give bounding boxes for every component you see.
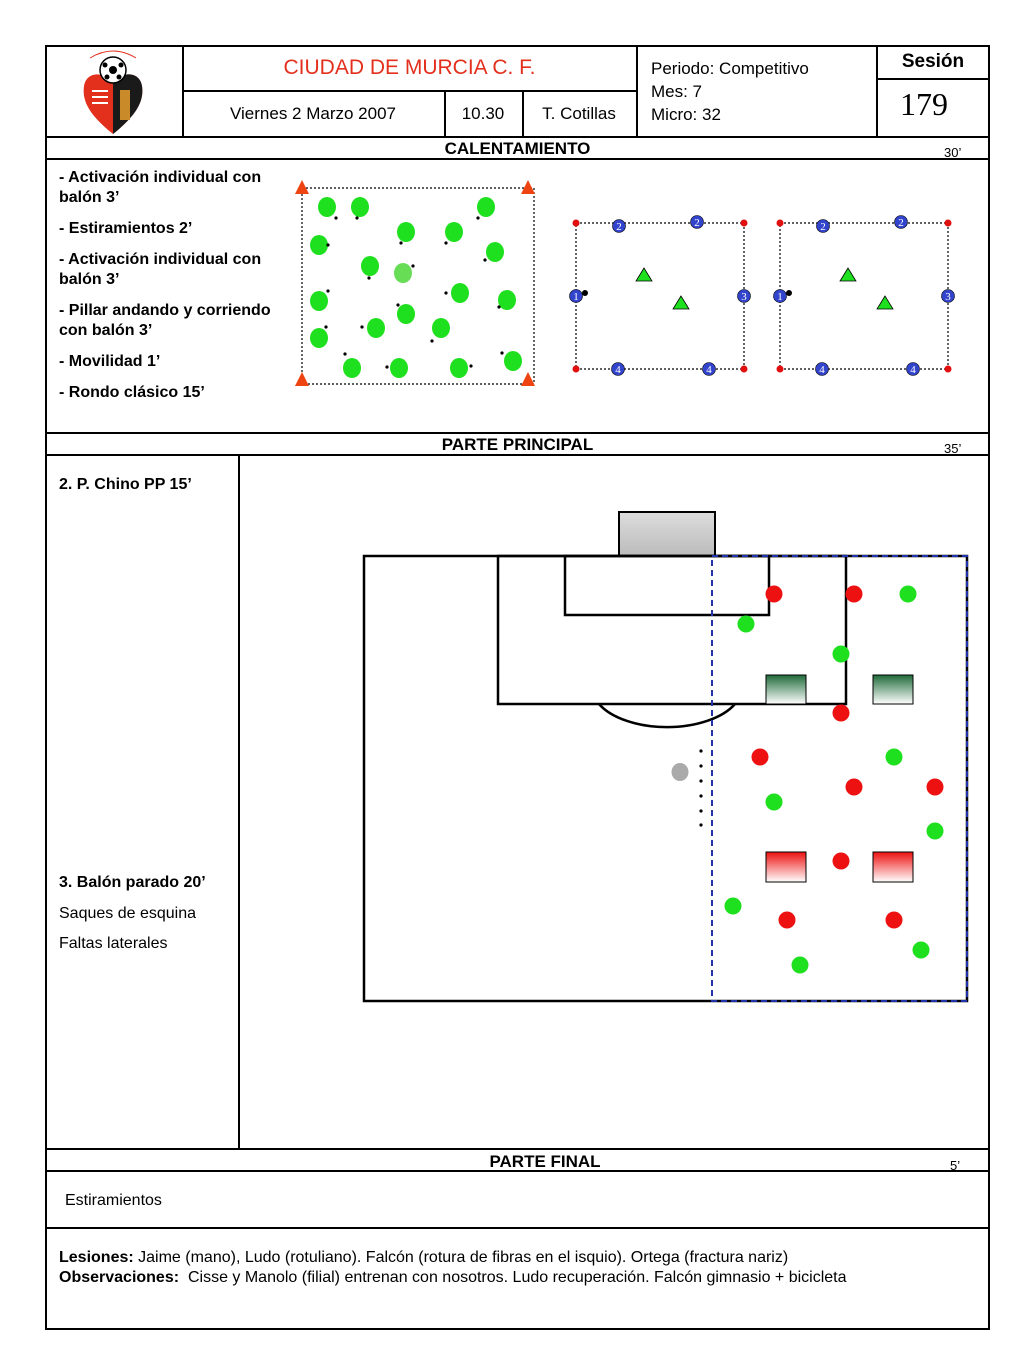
principal-item-2-line2: Faltas laterales <box>59 935 168 952</box>
mes: Mes: 7 <box>651 82 703 101</box>
lesiones-line: Lesiones: Jaime (mano), Ludo (rotuliano)… <box>59 1249 788 1267</box>
rondo-number: 2 <box>694 217 700 229</box>
rondo-number: 3 <box>741 291 747 303</box>
warmup-item: - Activación individual con balón 3’ <box>59 169 262 206</box>
club-name: CIUDAD DE MURCIA C. F. <box>283 56 536 79</box>
principal-title: PARTE PRINCIPAL <box>441 435 594 454</box>
warmup-item: - Pillar andando y corriendo con balón 3… <box>59 302 271 339</box>
principal-item-2: 3. Balón parado 20’ <box>59 874 206 891</box>
rondo-number: 2 <box>898 217 904 229</box>
periodo: Periodo: Competitivo <box>651 59 809 78</box>
principal-divider <box>238 454 240 1150</box>
set-piece-pitch-diagram <box>362 511 969 1003</box>
rondo-diagram-2: 2 2 1 3 4 4 <box>773 215 955 376</box>
session-coach: T. Cotillas <box>542 104 616 123</box>
session-label: Sesión <box>901 51 965 72</box>
micro: Micro: 32 <box>651 105 721 124</box>
rondo-number: 4 <box>706 364 712 376</box>
observaciones-line: Observaciones: Cisse y Manolo (filial) e… <box>59 1269 847 1287</box>
session-number: 179 <box>900 86 948 122</box>
warmup-rule <box>45 158 990 160</box>
observaciones-text: Cisse y Manolo (filial) entrenan con nos… <box>179 1269 847 1286</box>
club-logo <box>83 50 143 134</box>
rondo-number: 4 <box>615 364 621 376</box>
final-rule <box>45 1170 990 1172</box>
title-rule <box>182 90 637 92</box>
warmup-item: - Rondo clásico 15’ <box>59 384 205 401</box>
principal-top-rule <box>45 432 990 434</box>
rondo-number: 1 <box>777 291 783 303</box>
final-title: PARTE FINAL <box>489 1152 601 1171</box>
rondo-diagram-1: 2 2 1 3 4 4 <box>569 215 751 376</box>
warmup-title: CALENTAMIENTO <box>444 139 591 158</box>
principal-rule <box>45 454 990 456</box>
header-bottom-rule <box>45 136 990 138</box>
session-date: Viernes 2 Marzo 2007 <box>229 104 396 123</box>
date-divider <box>444 90 446 137</box>
notes-rule <box>45 1227 990 1229</box>
lesiones-text: Jaime (mano), Ludo (rotuliano). Falcón (… <box>133 1249 789 1266</box>
rondo-number: 3 <box>945 291 951 303</box>
session-time: 10.30 <box>461 104 505 123</box>
rondo-number: 4 <box>910 364 916 376</box>
principal-minutes: 35’ <box>944 441 962 456</box>
rondo-number: 4 <box>819 364 825 376</box>
warmup-item: - Activación individual con balón 3’ <box>59 251 262 288</box>
principal-item-2-line1: Saques de esquina <box>59 905 196 922</box>
warmup-item: - Estiramientos 2’ <box>59 220 193 237</box>
final-top-rule <box>45 1148 990 1150</box>
rondo-number: 1 <box>573 291 579 303</box>
info-divider <box>636 45 638 137</box>
session-sheet <box>45 45 990 1330</box>
warmup-minutes: 30’ <box>944 145 962 160</box>
final-text: Estiramientos <box>65 1192 162 1209</box>
session-rule <box>876 78 990 80</box>
warmup-drill-diagram <box>295 180 535 386</box>
final-minutes: 5’ <box>950 1158 961 1173</box>
time-divider <box>522 90 524 137</box>
rondo-number: 2 <box>820 221 826 233</box>
lesiones-label: Lesiones: <box>59 1249 134 1266</box>
observaciones-label: Observaciones: <box>59 1269 180 1286</box>
rondo-number: 2 <box>616 221 622 233</box>
principal-item-1: 2. P. Chino PP 15’ <box>59 476 192 493</box>
session-divider <box>876 45 878 137</box>
warmup-item: - Movilidad 1’ <box>59 353 161 370</box>
